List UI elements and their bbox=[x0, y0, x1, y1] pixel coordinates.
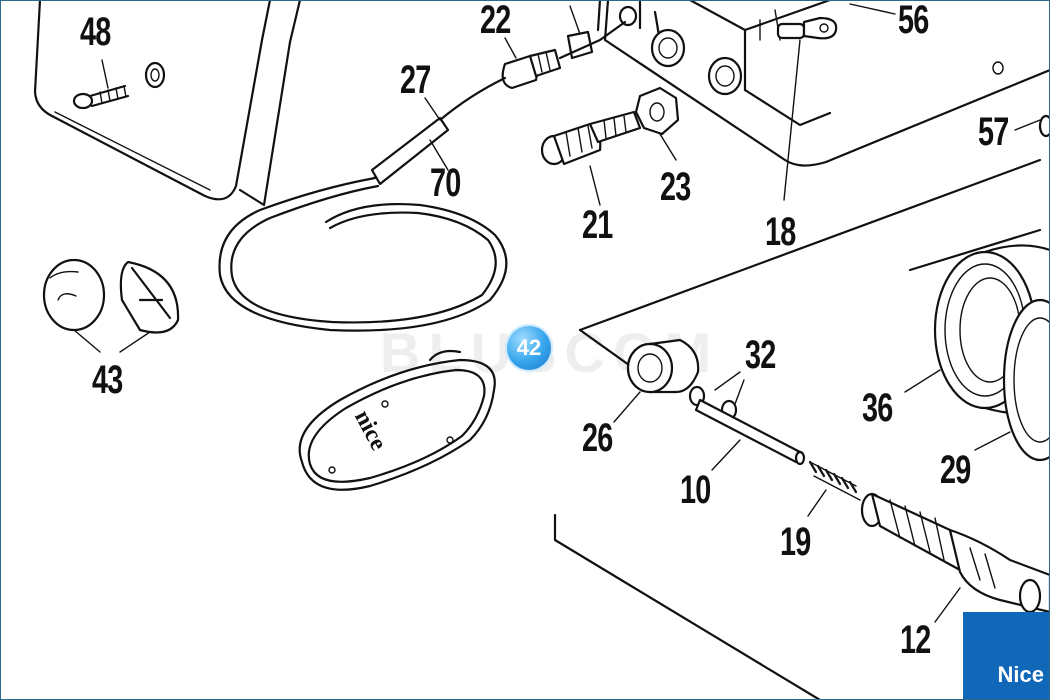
pinion-shaft-12 bbox=[860, 492, 1050, 614]
part-label-23: 23 bbox=[660, 165, 691, 209]
nice-brand-logo: Nice bbox=[963, 612, 1050, 700]
part-label-43: 43 bbox=[92, 358, 123, 402]
part-label-26: 26 bbox=[582, 416, 613, 460]
leader-27 bbox=[424, 97, 441, 121]
part-label-19: 19 bbox=[780, 520, 811, 564]
part-label-21: 21 bbox=[582, 203, 613, 247]
part-label-32: 32 bbox=[745, 333, 776, 377]
gear-housing-29 bbox=[1002, 298, 1050, 462]
part-label-22: 22 bbox=[480, 0, 511, 42]
screw-48 bbox=[72, 61, 166, 110]
control-box bbox=[596, 0, 1050, 167]
leader-19 bbox=[807, 489, 827, 517]
leader-26 bbox=[613, 391, 641, 423]
antenna-cable-27 bbox=[218, 76, 508, 332]
part-label-12: 12 bbox=[900, 618, 931, 662]
leader-10 bbox=[711, 439, 741, 471]
leader-43b bbox=[119, 331, 151, 353]
leader-18 bbox=[783, 39, 801, 201]
part-label-56: 56 bbox=[898, 0, 929, 42]
leader-top bbox=[569, 5, 581, 35]
leader-21 bbox=[589, 165, 601, 206]
lamp-cover-43 bbox=[42, 258, 180, 334]
part-label-29: 29 bbox=[940, 448, 971, 492]
leader-57 bbox=[1014, 119, 1041, 131]
housing-cover-left bbox=[33, 0, 302, 207]
bushing-26 bbox=[626, 338, 700, 394]
part-label-10: 10 bbox=[680, 468, 711, 512]
cable-gland-22 bbox=[501, 20, 627, 90]
leader-23 bbox=[659, 133, 677, 161]
cable-fitting-21 bbox=[540, 110, 642, 166]
part-label-70: 70 bbox=[430, 161, 461, 205]
leader-29 bbox=[974, 431, 1011, 451]
shaft-10 bbox=[688, 385, 806, 466]
cable-terminal-18 bbox=[776, 16, 838, 40]
leader-48 bbox=[101, 59, 109, 89]
leader-36 bbox=[904, 369, 941, 393]
part-label-27: 27 bbox=[400, 58, 431, 102]
leader-43a bbox=[73, 329, 101, 353]
part-label-57: 57 bbox=[978, 110, 1009, 154]
leader-32b bbox=[734, 379, 745, 405]
callout-badge-42[interactable]: 42 bbox=[507, 326, 551, 370]
spring-19 bbox=[808, 460, 861, 501]
leader-56 bbox=[849, 3, 896, 15]
part-label-18: 18 bbox=[765, 210, 796, 254]
leader-12 bbox=[934, 587, 961, 623]
nameplate-42 bbox=[298, 349, 496, 491]
part-label-36: 36 bbox=[862, 386, 893, 430]
part-label-48: 48 bbox=[80, 10, 111, 54]
leader-32a bbox=[714, 371, 741, 391]
leader-70 bbox=[429, 139, 449, 171]
lock-nut-23 bbox=[634, 86, 680, 136]
leader-22 bbox=[504, 37, 517, 59]
